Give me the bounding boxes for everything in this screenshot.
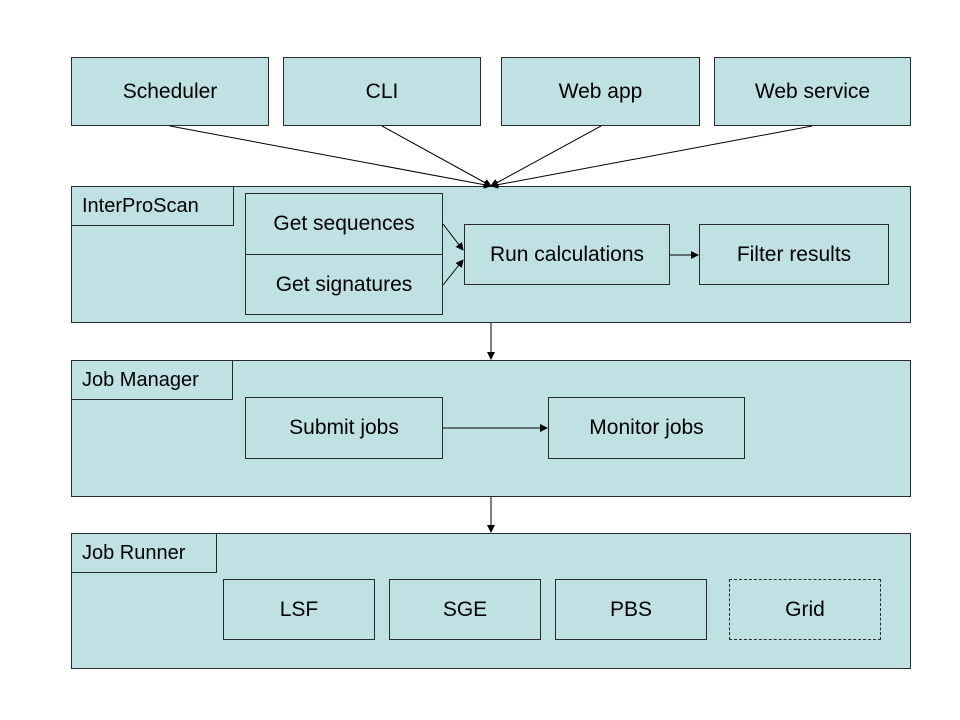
submit-jobs-label: Submit jobs <box>289 416 399 439</box>
arrow-webapp-to-interproscan <box>490 125 602 187</box>
run-calculations-label: Run calculations <box>489 242 645 266</box>
pbs-box: PBS <box>555 579 707 640</box>
job-runner-title-label: Job Runner <box>82 541 186 564</box>
job-manager-panel: Job Manager <box>71 360 911 497</box>
cli-label: CLI <box>365 79 399 103</box>
monitor-jobs-box: Monitor jobs <box>548 397 745 459</box>
job-manager-title: Job Manager <box>71 360 233 400</box>
sge-label: SGE <box>442 597 488 621</box>
get-sequences-label: Get sequences <box>273 212 415 235</box>
pbs-label: PBS <box>609 597 653 621</box>
interproscan-title-label: InterProScan <box>82 194 199 217</box>
web-app-box: Web app <box>501 57 700 126</box>
filter-results-label: Filter results <box>736 242 852 266</box>
get-signatures-label: Get signatures <box>275 272 413 296</box>
interproscan-title: InterProScan <box>71 186 234 226</box>
cli-box: CLI <box>283 57 481 126</box>
scheduler-label: Scheduler <box>122 79 218 103</box>
sge-box: SGE <box>389 579 541 640</box>
web-service-label: Web service <box>754 79 871 103</box>
grid-box: Grid <box>729 579 881 640</box>
submit-jobs-box: Submit jobs <box>245 397 443 459</box>
job-manager-title-label: Job Manager <box>82 368 199 391</box>
monitor-jobs-label: Monitor jobs <box>589 416 704 439</box>
arrow-scheduler-to-interproscan <box>169 125 492 189</box>
filter-results-box: Filter results <box>699 224 889 285</box>
arrow-webservice-to-interproscan <box>490 125 813 189</box>
get-signatures-box: Get signatures <box>245 254 443 315</box>
arrow-cli-to-interproscan <box>381 125 492 187</box>
scheduler-box: Scheduler <box>71 57 269 126</box>
web-app-label: Web app <box>558 79 643 103</box>
run-calculations-box: Run calculations <box>464 224 670 285</box>
lsf-box: LSF <box>223 579 375 640</box>
lsf-label: LSF <box>279 597 319 621</box>
get-sequences-box: Get sequences <box>245 193 443 255</box>
job-runner-title: Job Runner <box>71 533 217 573</box>
grid-label: Grid <box>785 597 825 621</box>
web-service-box: Web service <box>714 57 911 126</box>
